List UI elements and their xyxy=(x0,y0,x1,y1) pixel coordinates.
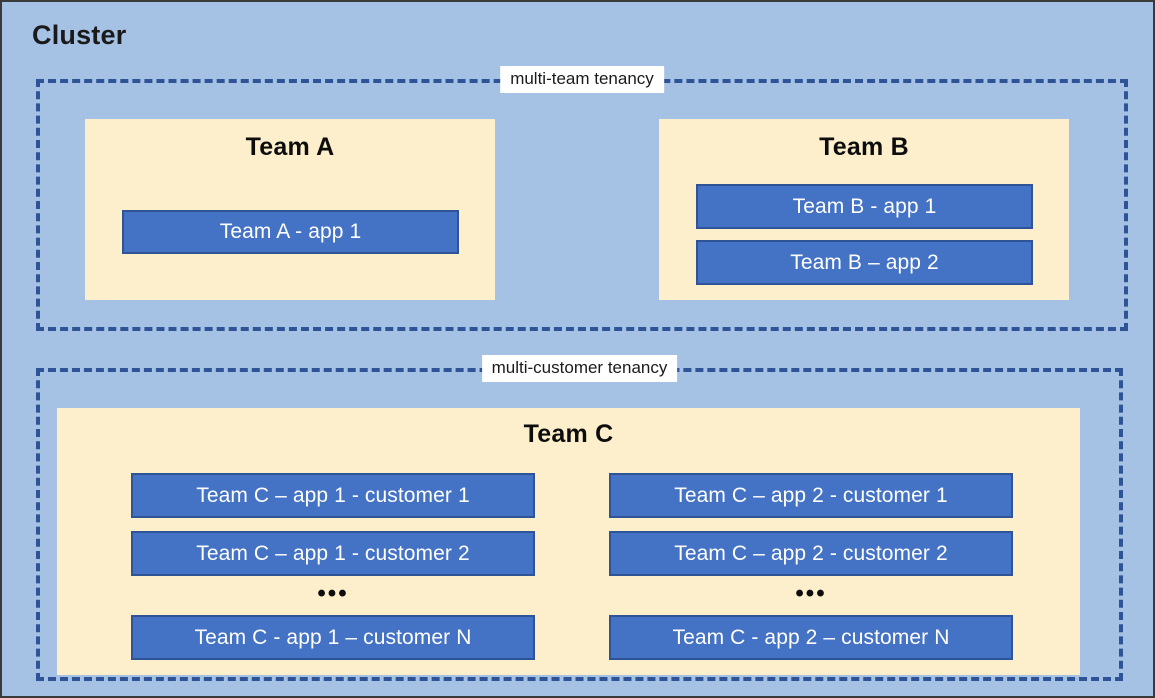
cluster-title: Cluster xyxy=(32,20,127,50)
team-c-app-2-ellipsis: ••• xyxy=(795,580,827,607)
team-a-box: Team A xyxy=(85,119,495,300)
team-b-title: Team B xyxy=(819,133,909,161)
team-b-app-1: Team B - app 1 xyxy=(696,184,1033,229)
team-c-app-1-customer-n: Team C - app 1 – customer N xyxy=(131,615,535,660)
team-a-title: Team A xyxy=(245,133,335,161)
team-c-app-1-ellipsis: ••• xyxy=(317,580,349,607)
team-a-app-1: Team A - app 1 xyxy=(122,210,459,254)
multi-team-tenancy-label: multi-team tenancy xyxy=(500,66,664,94)
multi-team-tenancy-group: multi-team tenancy xyxy=(36,66,1128,331)
multi-customer-tenancy-label: multi-customer tenancy xyxy=(481,355,678,383)
team-c-app-2-customer-n: Team C - app 2 – customer N xyxy=(609,615,1013,660)
multi-customer-tenancy-group: multi-customer tenancy xyxy=(36,355,1123,681)
team-c-app-1-customer-1: Team C – app 1 - customer 1 xyxy=(131,473,535,518)
team-c-app-2-customer-1: Team C – app 2 - customer 1 xyxy=(609,473,1013,518)
team-c-app-1-customer-2: Team C – app 1 - customer 2 xyxy=(131,531,535,576)
team-c-title: Team C xyxy=(523,420,614,448)
team-c-app-2-customer-2: Team C – app 2 - customer 2 xyxy=(609,531,1013,576)
team-b-app-2: Team B – app 2 xyxy=(696,240,1033,285)
